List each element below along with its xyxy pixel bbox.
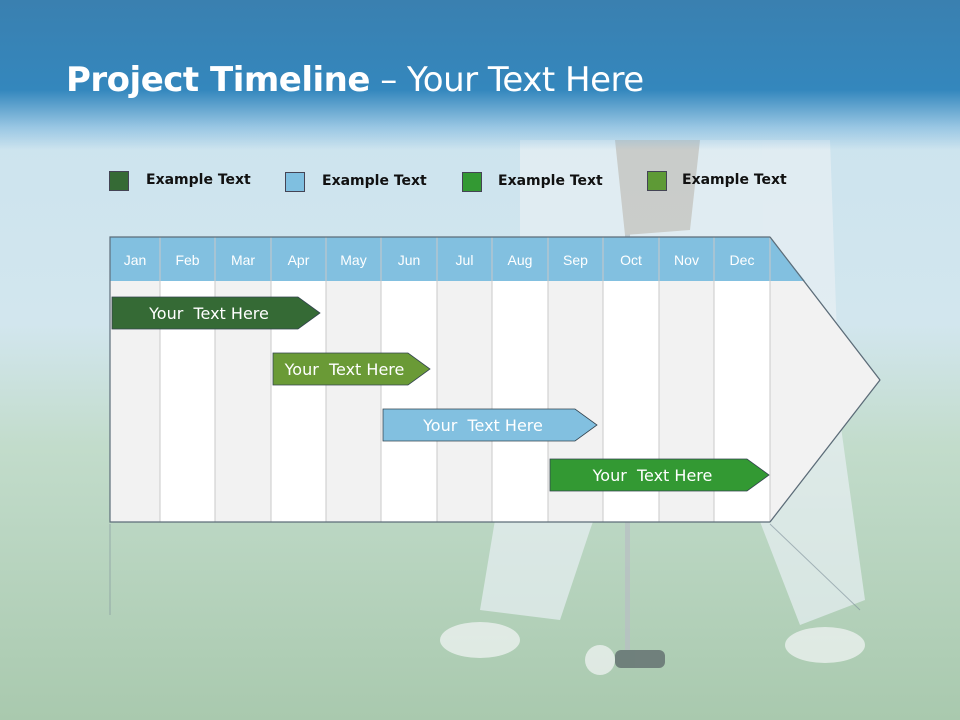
- task-bar-1: [111, 296, 321, 330]
- month-label-aug: Aug: [508, 252, 533, 268]
- legend-swatch-icon: [647, 171, 667, 191]
- month-column: [381, 281, 437, 522]
- header-band: [0, 0, 960, 150]
- legend-label: Example Text: [682, 172, 787, 188]
- task-label-2: Your Text Here: [284, 360, 405, 379]
- legend-swatch-icon: [109, 171, 129, 191]
- month-header-band: [110, 237, 770, 281]
- task-bar-4: [549, 458, 770, 492]
- month-label-mar: Mar: [231, 252, 255, 268]
- legend-swatch-icon: [285, 172, 305, 192]
- timeline-border: [109, 236, 770, 523]
- month-label-jan: Jan: [124, 252, 147, 268]
- month-label-feb: Feb: [175, 252, 199, 268]
- month-label-jul: Jul: [456, 252, 474, 268]
- month-label-oct: Oct: [620, 252, 642, 268]
- legend-label: Example Text: [498, 173, 603, 189]
- title-rest: – Your Text Here: [369, 60, 644, 100]
- legend-label: Example Text: [322, 173, 427, 189]
- task-label-1: Your Text Here: [148, 304, 269, 323]
- month-column: [326, 281, 381, 522]
- month-label-may: May: [340, 252, 366, 268]
- task-label-3: Your Text Here: [422, 416, 543, 435]
- task-label-4: Your Text Here: [592, 466, 713, 485]
- month-column: [437, 281, 492, 522]
- month-label-nov: Nov: [674, 252, 699, 268]
- legend-swatch-icon: [462, 172, 482, 192]
- task-bar-3: [382, 408, 598, 442]
- title-bold: Project Timeline: [66, 60, 370, 100]
- page-title: Project Timeline – Your Text Here: [66, 60, 644, 100]
- reflection-line: [769, 523, 861, 611]
- month-label-apr: Apr: [288, 252, 310, 268]
- month-column: [492, 281, 548, 522]
- task-bar-2: [272, 352, 431, 386]
- month-label-sep: Sep: [563, 252, 588, 268]
- month-label-jun: Jun: [398, 252, 421, 268]
- timeline-border: [769, 236, 881, 381]
- legend-label: Example Text: [146, 172, 251, 188]
- timeline-border: [769, 379, 881, 523]
- month-label-dec: Dec: [730, 252, 755, 268]
